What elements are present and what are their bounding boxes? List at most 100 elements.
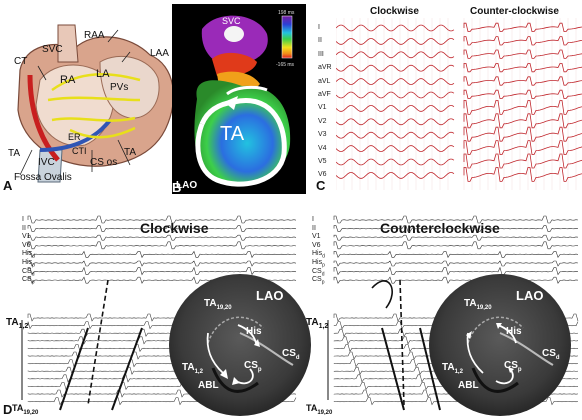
- map-ta-label: TA: [220, 123, 245, 145]
- egm-cw-trace-5: [27, 260, 297, 267]
- ecg-trace-cw-v2: [336, 118, 455, 126]
- egm-ccw-lead-7: CSp: [312, 276, 325, 286]
- ecg-trace-cw-avr: [336, 64, 455, 72]
- fluoro-cw-cs-d-label: CSd: [282, 348, 300, 361]
- egm-ccw-trace-3: [333, 241, 579, 250]
- cw-ta-top-label: TA1,2: [6, 317, 29, 330]
- ecg-trace-cw-iii: [336, 51, 455, 59]
- fluoro-cw-cs-p-label: CSp: [244, 360, 262, 373]
- egm-ccw-lead-5: Hisp: [312, 259, 325, 269]
- ecg-lead-ii: II: [318, 37, 322, 45]
- ecg-cw-title: Clockwise: [370, 6, 419, 17]
- ecg-lead-avr: aVR: [318, 64, 332, 72]
- ct-label: CT: [14, 56, 28, 67]
- fluoro-cw-ta-top-label: TA19,20: [204, 298, 232, 311]
- egm-cw-lead-4: Hisd: [22, 250, 35, 260]
- egm-ccw-trace-1: [333, 225, 579, 232]
- fluoro-cw-ta-bot-label: TA1,2: [182, 362, 203, 375]
- ecg-trace-cw-v4: [336, 145, 455, 152]
- fluoro-cw-lao-label: LAO: [256, 288, 284, 303]
- cw-ta-bottom-label: TA19,20: [12, 403, 39, 416]
- ecg-trace-ccw-iii: [463, 49, 582, 59]
- ecg-trace-ccw-v6: [463, 167, 582, 182]
- ecg-trace-ccw-v2: [463, 113, 582, 129]
- laa-label: LAA: [150, 48, 169, 59]
- egm-cw-trace-2: [27, 234, 297, 241]
- panel-a-label: A: [3, 178, 13, 193]
- pvs-label: PVs: [110, 82, 129, 93]
- ecg-trace-ccw-v4: [463, 140, 582, 155]
- cti-label: CTI: [72, 146, 87, 156]
- ecg-lead-v2: V2: [318, 117, 327, 125]
- egm-cw-lead-1: II: [22, 224, 26, 232]
- ecg-trace-ccw-avf: [463, 89, 582, 99]
- ta-right-label: TA: [124, 147, 137, 158]
- egm-cw-lead-0: I: [22, 216, 24, 223]
- ecg-lead-i: I: [318, 24, 320, 31]
- ecg-trace-ccw-i: [463, 22, 582, 32]
- ccw-ta-top-label: TA1,2: [306, 317, 329, 330]
- fluoro-inset-ccw: [429, 274, 571, 416]
- activation-line-2: [87, 279, 109, 406]
- egm-cw-lead-7: CSp: [22, 276, 35, 286]
- egm-cw-trace-1: [27, 225, 297, 232]
- egm-cw-title: Clockwise: [140, 220, 209, 236]
- er-label: ER: [68, 132, 81, 142]
- activation-line-3: [381, 327, 405, 411]
- ecg-trace-cw-v5: [336, 158, 455, 166]
- ra-label: RA: [60, 74, 76, 86]
- fossa-ovalis-label: Fossa Ovalis: [14, 172, 72, 183]
- ecg-lead-v6: V6: [318, 171, 327, 179]
- ecg-lead-iii: III: [318, 50, 324, 58]
- activation-line-0: [59, 327, 89, 411]
- ecg-ccw-title: Counter-clockwise: [470, 6, 559, 17]
- ecg-trace-cw-avl: [336, 78, 455, 85]
- egm-cw-lead-3: V6: [22, 241, 31, 249]
- ta-left-label: TA: [8, 148, 21, 159]
- ecg-trace-ccw-ii: [463, 36, 582, 46]
- ecg-lead-v3: V3: [318, 131, 327, 139]
- ecg-trace-ccw-avl: [463, 76, 582, 86]
- activation-line-5: [399, 279, 405, 406]
- fluoro-ccw-lao-label: LAO: [516, 288, 544, 303]
- panel-b-label: B: [172, 180, 182, 195]
- la-label: LA: [96, 68, 110, 80]
- egm-ccw-lead-2: V1: [312, 233, 321, 241]
- activation-map: [172, 4, 306, 194]
- svc-label: SVC: [42, 44, 63, 55]
- egm-ccw-trace-4: [333, 250, 579, 259]
- egm-ccw-lead-1: II: [312, 224, 316, 232]
- activation-line-1: [111, 327, 143, 411]
- ecg-trace-cw-v3: [336, 131, 455, 139]
- ecg-trace-cw-v1: [336, 105, 455, 112]
- map-lao-label: LAO: [176, 180, 198, 191]
- egm-ccw-trace-7: [333, 276, 579, 284]
- fluoro-ccw-abl-label: ABL: [458, 380, 479, 391]
- ivc-label: IVC: [38, 157, 55, 168]
- egm-cw-lead-6: CSd: [22, 267, 35, 277]
- ecg-trace-ccw-v1: [463, 100, 582, 115]
- scale-top-label: 198 ms: [278, 10, 295, 16]
- panel-d-label: D: [3, 402, 13, 417]
- fluoro-inset-cw: [169, 274, 311, 416]
- egm-ccw-lead-6: CSd: [312, 267, 325, 277]
- egm-ccw-lead-4: Hisd: [312, 250, 325, 260]
- activation-line-4: [419, 327, 441, 411]
- scale-bottom-label: -165 ms: [276, 62, 295, 68]
- map-svc-label: SVC: [222, 16, 241, 26]
- ecg-lead-v4: V4: [318, 144, 327, 152]
- egm-ccw-lead-0: I: [312, 216, 314, 223]
- egm-ccw-title: Counterclockwise: [380, 220, 500, 236]
- ecg-trace-cw-v6: [336, 172, 455, 179]
- ecg-lead-v5: V5: [318, 158, 327, 165]
- egm-ccw-trace-5: [333, 260, 579, 267]
- ecg-lead-v1: V1: [318, 104, 327, 112]
- ecg-trace-ccw-v3: [463, 126, 582, 142]
- fluoro-cw-abl-label: ABL: [198, 380, 219, 391]
- ecg-trace-cw-ii: [336, 38, 455, 45]
- egm-cw-trace-3: [27, 241, 297, 250]
- fluoro-ccw-cs-d-label: CSd: [542, 348, 560, 361]
- egm-cw-trace-4: [27, 250, 297, 259]
- ecg-trace-cw-avf: [336, 91, 455, 99]
- cs-os-label: CS os: [90, 157, 118, 168]
